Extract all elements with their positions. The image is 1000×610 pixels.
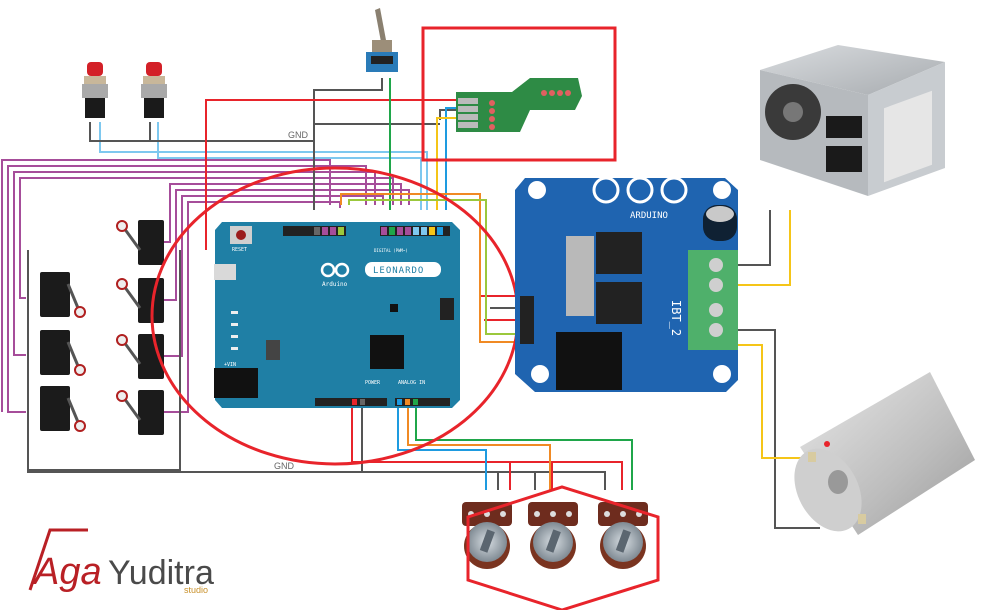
microcontroller-chip: [370, 335, 404, 369]
push-button-2[interactable]: [141, 62, 167, 118]
pin-gnd: [314, 227, 320, 235]
yellow-wires: [436, 117, 808, 459]
push-button-1[interactable]: [82, 62, 108, 118]
analog-label: ANALOG IN: [398, 380, 425, 386]
toggle-switch[interactable]: [366, 8, 398, 72]
limit-switch: [40, 330, 86, 376]
digital-label: DIGITAL (PWM~): [374, 248, 408, 253]
gnd-label-bottom: GND: [274, 461, 295, 471]
limit-switch: [116, 390, 164, 435]
limit-switches-left: [40, 272, 86, 432]
limit-switch: [116, 278, 164, 323]
logo-text-a: Aga: [32, 551, 102, 593]
arduino-logo: Arduino: [320, 262, 350, 288]
driver-brand: ARDUINO: [630, 211, 668, 221]
reset-label: RESET: [232, 247, 247, 253]
dc-motor: [794, 372, 975, 535]
blue-wires: [397, 107, 487, 490]
limit-switch: [116, 334, 164, 379]
lime-wires: [348, 199, 520, 335]
power-jack: [214, 368, 258, 398]
pot-highlight-hexagon: [466, 485, 660, 610]
vin-label: +VIN: [224, 362, 236, 368]
board-name: LEONARDO: [373, 266, 424, 276]
usb-port: [214, 264, 236, 280]
orange-wires: [340, 193, 551, 490]
potentiometer-2[interactable]: [528, 502, 578, 569]
power-label: POWER: [365, 380, 381, 386]
logo-text-b: Yuditra: [108, 554, 214, 592]
sensor-board: [456, 78, 582, 132]
driver-name: IBT_2: [669, 300, 683, 336]
wires: [1, 78, 820, 529]
red-wires: [205, 99, 623, 490]
green-wires: [389, 78, 633, 490]
power-header: [315, 398, 387, 406]
gray-wires: [27, 78, 820, 529]
arduino-leonardo-board: RESET Arduino LEONARDO DIGITAL (PWM~) +V…: [214, 222, 460, 408]
power-supply-unit: [760, 45, 945, 196]
studio-logo: Aga Yuditra studio: [28, 528, 214, 595]
limit-switch: [40, 386, 86, 432]
potentiometer-1[interactable]: [462, 502, 512, 569]
potentiometer-3[interactable]: [598, 502, 648, 569]
sensor-highlight-box: [421, 26, 617, 162]
gnd-label-top: GND: [288, 130, 309, 140]
potentiometers: [462, 502, 648, 569]
brand-text: Arduino: [322, 281, 348, 288]
analog-header: [395, 398, 450, 406]
limit-switches-right: [116, 220, 164, 435]
ibt2-motor-driver: ARDUINO IBT_2: [515, 176, 738, 392]
icsp-header: [440, 298, 454, 320]
limit-switch: [116, 220, 164, 265]
logo-sub: studio: [184, 585, 208, 595]
limit-switch: [40, 272, 86, 318]
status-leds: [231, 311, 238, 350]
